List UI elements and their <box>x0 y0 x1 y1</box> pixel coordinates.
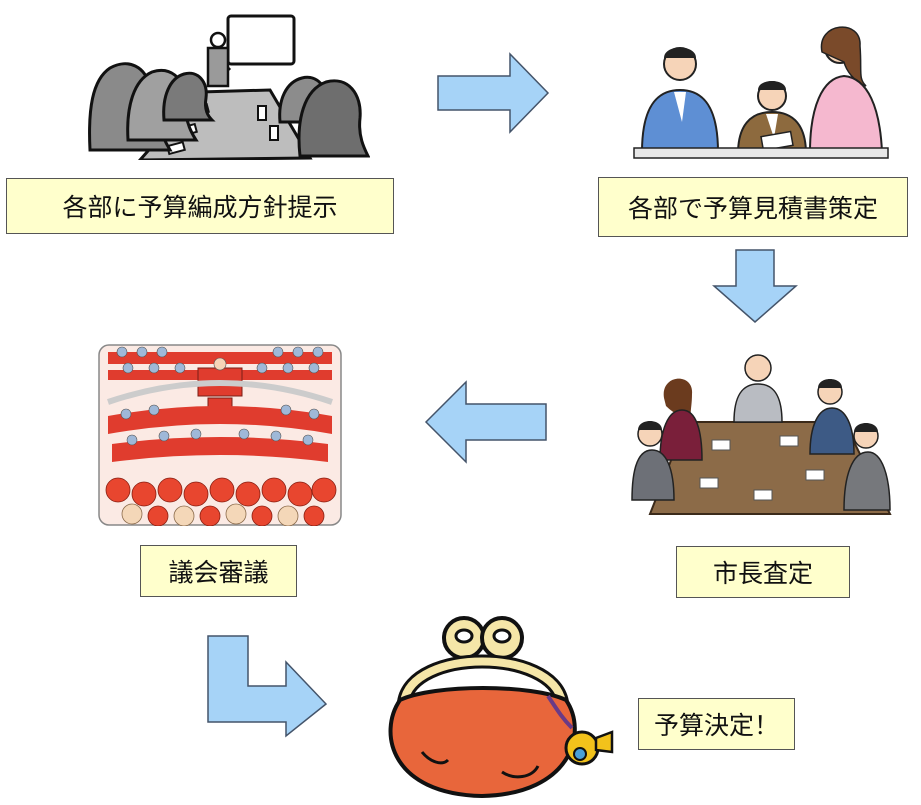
step-label-assembly: 議会審議 <box>140 545 297 597</box>
step-label-mayor-review: 市長査定 <box>676 546 850 598</box>
step-label-estimate: 各部で予算見積書策定 <box>598 177 908 237</box>
arrow-down-right-icon <box>207 635 328 738</box>
meeting-presentation-icon <box>88 14 370 160</box>
arrow-down-icon <box>712 249 798 323</box>
assembly-hall-icon <box>98 344 342 526</box>
staff-discussion-icon <box>633 26 889 159</box>
step-label-final: 予算決定！ <box>638 698 795 750</box>
step-label-policy: 各部に予算編成方針提示 <box>6 178 394 234</box>
arrow-left-icon <box>424 380 547 464</box>
conference-table-icon <box>631 354 892 515</box>
arrow-right-icon <box>437 52 550 134</box>
coin-purse-icon <box>388 616 614 799</box>
